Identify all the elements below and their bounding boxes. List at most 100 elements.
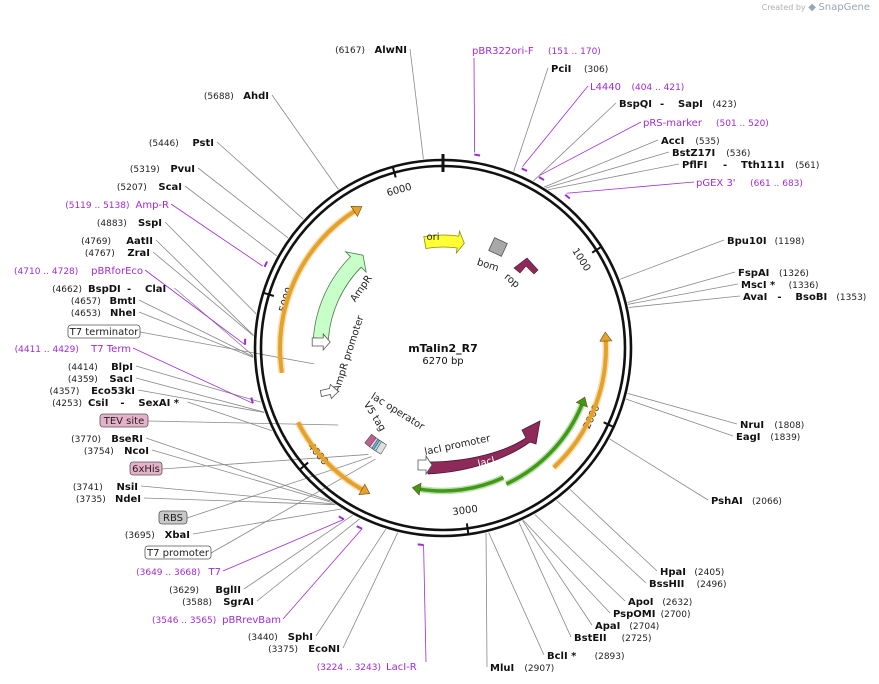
primer-callout-line <box>522 85 589 167</box>
enzyme-position: (2632) <box>662 598 692 608</box>
enzyme-name: BmtI <box>109 296 136 307</box>
enzyme-position: (4357) <box>49 387 79 397</box>
callout-line <box>627 271 736 303</box>
enzyme-site-acci: AccI(535) <box>661 136 720 147</box>
enzyme-site-zrai: ZraI(4767) <box>85 248 150 259</box>
enzyme-name: NruI <box>740 420 764 431</box>
feature-box-label: 6xHis <box>132 464 160 475</box>
tag-block-4 <box>364 433 377 448</box>
label-layer: PciI(306)BspQI - SapI(423)AccI(535)BstZ1… <box>14 45 866 674</box>
enzyme-name: XbaI <box>165 530 190 541</box>
credit-created-by: Created by <box>761 3 806 12</box>
laci-label: lacI <box>477 455 497 470</box>
scale-label-3000: 3000 <box>452 504 479 518</box>
enzyme-position: (2725) <box>622 634 652 644</box>
enzyme-site-apoi: ApoI(2632) <box>628 597 692 608</box>
enzyme-position: (2700) <box>661 610 691 620</box>
enzyme-name: AccI <box>661 136 684 147</box>
enzyme-site-bsshii: BssHII(2496) <box>649 579 727 590</box>
enzyme-separator: - <box>660 99 664 110</box>
feature-box-frame <box>144 545 212 560</box>
scale-tick-4000 <box>299 461 309 470</box>
enzyme-site-csii: CsiI - SexAI *(4253) <box>52 398 180 409</box>
enzyme-site-bsteii: BstEII(2725) <box>574 633 652 644</box>
callout-line <box>569 489 658 572</box>
callout-line <box>556 500 647 584</box>
enzyme-site-blpi: BlpI(4414) <box>68 362 133 373</box>
orange-feature-left-arrowhead <box>350 205 363 218</box>
enzyme-position: (5688) <box>204 92 234 102</box>
enzyme-site-hpai: HpaI(2405) <box>660 567 724 578</box>
enzyme-name: SgrAI <box>223 597 254 608</box>
callout-line <box>533 102 617 182</box>
primer-l4440: L4440(404 .. 421) <box>590 82 684 93</box>
primer-name: T7 Term <box>90 344 131 355</box>
callout-line <box>534 514 626 602</box>
enzyme-position: (3754) <box>84 447 114 457</box>
primer-prsmarker: pRS-marker(501 .. 520) <box>643 118 769 129</box>
enzyme-position: (5446) <box>149 139 179 149</box>
enzyme-name-2: SexAI * <box>138 398 179 409</box>
enzyme-name: NheI <box>110 308 136 319</box>
plasmid-length: 6270 bp <box>422 356 463 367</box>
primer-pbrrevbam: pBRrevBam(3546 .. 3565) <box>152 615 281 626</box>
enzyme-site-nhei: NheI(4653) <box>71 308 136 319</box>
callout-line <box>243 514 353 590</box>
primer-callout-line <box>539 121 642 176</box>
ampr-label: AmpR <box>349 273 375 304</box>
feature-callout-line <box>186 456 372 519</box>
callout-line <box>192 508 342 535</box>
feature-box-tevsite: TEV site <box>99 413 149 428</box>
enzyme-name: PvuI <box>170 164 195 175</box>
callout-line <box>143 497 336 506</box>
callout-line <box>184 185 278 257</box>
primer-tick-9 <box>417 543 424 547</box>
enzyme-site-sphi: SphI (3440) <box>248 632 313 643</box>
laci-promoter-arrow <box>417 454 433 476</box>
enzyme-name: SphI <box>288 632 313 643</box>
enzyme-position: (3735) <box>76 495 106 505</box>
callout-line <box>488 532 545 656</box>
promoter-marker-arrow <box>319 383 339 400</box>
scale-tick-3000 <box>465 523 470 534</box>
callout-line <box>548 163 680 191</box>
enzyme-site-bspdi: BspDI - ClaI(4662) <box>52 284 166 295</box>
enzyme-site-pshai: PshAI(2066) <box>711 496 782 507</box>
enzyme-position: (1839) <box>770 433 800 443</box>
enzyme-name: AlwNI <box>375 45 408 56</box>
enzyme-position: (3741) <box>73 483 103 493</box>
enzyme-position: (4883) <box>97 219 127 229</box>
enzyme-position: (4414) <box>68 363 98 373</box>
callout-line <box>216 141 304 220</box>
enzyme-name: HpaI <box>660 567 686 578</box>
enzyme-site-ahdi: AhdI(5688) <box>204 91 269 102</box>
primer-tick-8 <box>356 525 363 530</box>
callout-line <box>151 449 333 503</box>
callout-line <box>197 167 289 239</box>
primer-callout-line <box>170 203 263 267</box>
enzyme-position: (4657) <box>71 297 101 307</box>
primer-tick-4 <box>263 261 268 268</box>
callout-line <box>135 377 265 413</box>
callout-line <box>187 401 273 432</box>
primer-name: pBR322ori-F <box>472 46 534 57</box>
primer-name: pGEX 3' <box>696 178 736 189</box>
laci-feature-arrow <box>427 420 541 475</box>
feature-box-frame <box>67 324 141 339</box>
enzyme-position: (1808) <box>774 421 804 431</box>
callout-line <box>256 518 360 602</box>
enzyme-name: EagI <box>736 432 760 443</box>
enzyme-name: AatII <box>126 236 153 247</box>
enzyme-site-aatii: AatII(4769) <box>81 236 153 247</box>
primer-range: (151 .. 170) <box>548 47 601 57</box>
enzyme-name-2: ClaI <box>145 284 166 295</box>
enzyme-site-pspomi: PspOMI(2700) <box>613 609 691 620</box>
enzyme-name: SacI <box>109 374 133 385</box>
enzyme-separator: - <box>777 292 781 303</box>
enzyme-name: Bpu10I <box>727 236 767 247</box>
feature-callout-line <box>147 420 339 426</box>
enzyme-position: (3375) <box>268 645 298 655</box>
ampr-promoter-arrow <box>311 332 331 352</box>
snapgene-logo-icon: ◆ <box>808 2 816 13</box>
enzyme-position: (3440) <box>248 633 278 643</box>
